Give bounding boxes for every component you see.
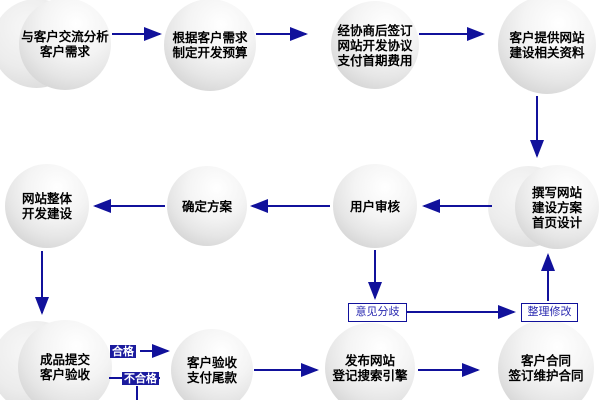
flow-node-label: 客户合同签订维护合同 — [508, 353, 584, 383]
flow-node-label: 用户审核 — [349, 198, 400, 214]
flow-node-label: 确定方案 — [181, 198, 232, 214]
tag-unqualified: 不合格 — [122, 372, 159, 385]
flow-node-label: 与客户交流分析客户需求 — [21, 29, 109, 59]
flow-node-label: 成品提交客户验收 — [39, 352, 90, 382]
flow-node-user-review: 用户审核 — [333, 164, 417, 248]
flow-node-label: 客户提供网站建设相关资料 — [509, 30, 585, 60]
flow-node-site-development: 网站整体开发建设 — [5, 164, 89, 248]
flow-node-confirm-plan: 确定方案 — [167, 166, 247, 246]
flow-node-submit-acceptance: 成品提交客户验收 — [0, 320, 112, 400]
flow-node-sign-agreement: 经协商后签订网站开发协议支付首期费用 — [331, 1, 419, 89]
flow-box-opinion-divergence: 意见分歧 — [348, 303, 407, 322]
flow-box-revise-organize: 整理修改 — [521, 303, 578, 322]
flow-node-label: 根据客户需求制定开发预算 — [172, 30, 248, 60]
flow-node-label: 撰写网站建设方案首页设计 — [531, 184, 582, 230]
tag-qualified: 合格 — [110, 345, 136, 358]
flow-node-label: 发布网站登记搜索引擎 — [332, 353, 408, 383]
flow-node-draft-plan: 撰写网站建设方案首页设计 — [488, 165, 599, 249]
flow-node-publish-site: 发布网站登记搜索引擎 — [325, 323, 415, 400]
flow-node-label: 网站整体开发建设 — [21, 191, 72, 221]
flow-node-label: 客户验收支付尾款 — [186, 355, 237, 385]
flow-node-final-payment: 客户验收支付尾款 — [171, 329, 253, 400]
flow-node-provide-materials: 客户提供网站建设相关资料 — [498, 0, 596, 94]
flow-node-label: 经协商后签订网站开发协议支付首期费用 — [337, 22, 413, 68]
flow-node-analyze-needs: 与客户交流分析客户需求 — [0, 0, 111, 90]
flow-node-maintenance-contract: 客户合同签订维护合同 — [498, 320, 594, 400]
flow-node-make-budget: 根据客户需求制定开发预算 — [164, 0, 256, 91]
